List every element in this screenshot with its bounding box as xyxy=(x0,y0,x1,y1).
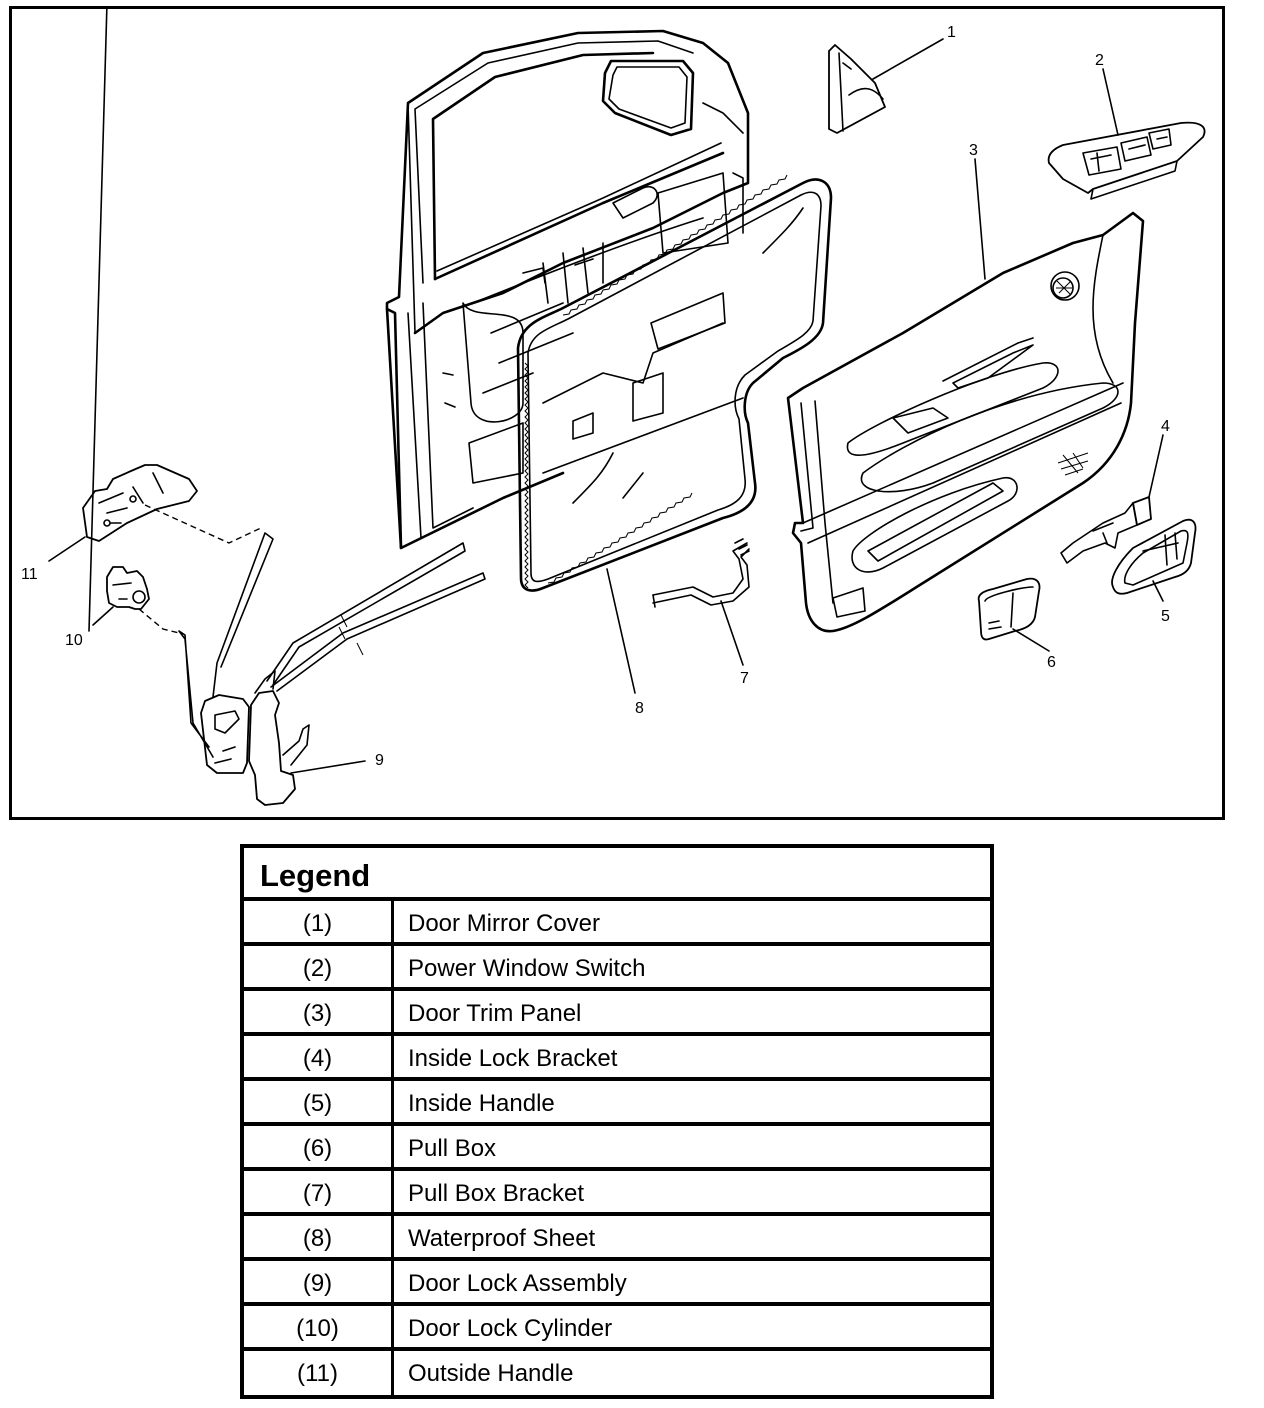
callout-3: 3 xyxy=(969,142,978,159)
pull-box xyxy=(977,577,1041,641)
callout-7: 7 xyxy=(740,670,749,687)
legend-row: (2) Power Window Switch xyxy=(244,946,990,991)
legend-number: (9) xyxy=(244,1261,394,1302)
legend-label: Door Mirror Cover xyxy=(408,910,601,937)
callout-6: 6 xyxy=(1047,654,1056,671)
waterproof-sheet xyxy=(516,174,833,592)
legend-label: Pull Box Bracket xyxy=(408,1180,585,1207)
legend-number: (6) xyxy=(244,1126,394,1167)
callout-10: 10 xyxy=(65,632,83,649)
callout-5: 5 xyxy=(1161,608,1170,625)
legend-number: (7) xyxy=(244,1171,394,1212)
legend-row: (11) Outside Handle xyxy=(244,1351,990,1395)
legend-table: Legend (1) Door Mirror Cover (2) Power Win… xyxy=(240,844,994,1399)
legend-number: (5) xyxy=(244,1081,394,1122)
callout-8: 8 xyxy=(635,700,644,717)
power-window-switch xyxy=(1047,121,1206,200)
door-trim-panel xyxy=(786,211,1145,633)
legend-title: Legend xyxy=(244,848,990,901)
inside-lock-bracket xyxy=(1060,496,1152,564)
legend-row: (4) Inside Lock Bracket xyxy=(244,1036,990,1081)
legend-number: (11) xyxy=(244,1351,394,1395)
legend-number: (2) xyxy=(244,946,394,987)
legend-label: Pull Box xyxy=(408,1135,497,1162)
legend-label: Waterproof Sheet xyxy=(408,1225,596,1252)
outside-handle xyxy=(82,464,198,542)
leader-lines xyxy=(48,9,1164,774)
door-lock-assembly xyxy=(178,532,486,806)
door-inner-panel xyxy=(385,29,750,550)
legend-row: (5) Inside Handle xyxy=(244,1081,990,1126)
callout-2: 2 xyxy=(1095,52,1104,69)
callout-11: 11 xyxy=(21,566,38,583)
exploded-view-diagram: 1 2 3 4 5 6 7 8 9 10 11 xyxy=(9,6,1225,820)
callout-9: 9 xyxy=(375,752,384,769)
callout-4: 4 xyxy=(1161,418,1170,435)
outside-handle-guide-line xyxy=(144,504,264,544)
diagram-svg: 1 2 3 4 5 6 7 8 9 10 11 xyxy=(21,9,1206,806)
legend-label: Door Trim Panel xyxy=(408,1000,582,1027)
legend-label: Door Lock Assembly xyxy=(408,1270,627,1297)
legend-number: (4) xyxy=(244,1036,394,1077)
pull-box-bracket xyxy=(652,538,750,608)
legend-row: (7) Pull Box Bracket xyxy=(244,1171,990,1216)
legend-row: (3) Door Trim Panel xyxy=(244,991,990,1036)
door-mirror-cover xyxy=(828,44,886,134)
legend-row: (9) Door Lock Assembly xyxy=(244,1261,990,1306)
legend-row: (6) Pull Box xyxy=(244,1126,990,1171)
lock-cylinder-guide-line xyxy=(138,608,180,634)
legend-row: (8) Waterproof Sheet xyxy=(244,1216,990,1261)
legend-label: Power Window Switch xyxy=(408,955,646,982)
legend-number: (3) xyxy=(244,991,394,1032)
legend-row: (1) Door Mirror Cover xyxy=(244,901,990,946)
legend-number: (8) xyxy=(244,1216,394,1257)
legend-number: (10) xyxy=(244,1306,394,1347)
inside-handle xyxy=(1111,518,1197,595)
callout-labels: 1 2 3 4 5 6 7 8 9 10 11 xyxy=(21,24,1170,769)
callout-1: 1 xyxy=(947,24,956,41)
legend-label: Door Lock Cylinder xyxy=(408,1315,613,1342)
legend-label: Inside Handle xyxy=(408,1090,555,1117)
legend-row: (10) Door Lock Cylinder xyxy=(244,1306,990,1351)
legend-label: Outside Handle xyxy=(408,1360,574,1387)
door-lock-cylinder xyxy=(106,566,150,610)
legend-number: (1) xyxy=(244,901,394,942)
legend-label: Inside Lock Bracket xyxy=(408,1045,618,1072)
